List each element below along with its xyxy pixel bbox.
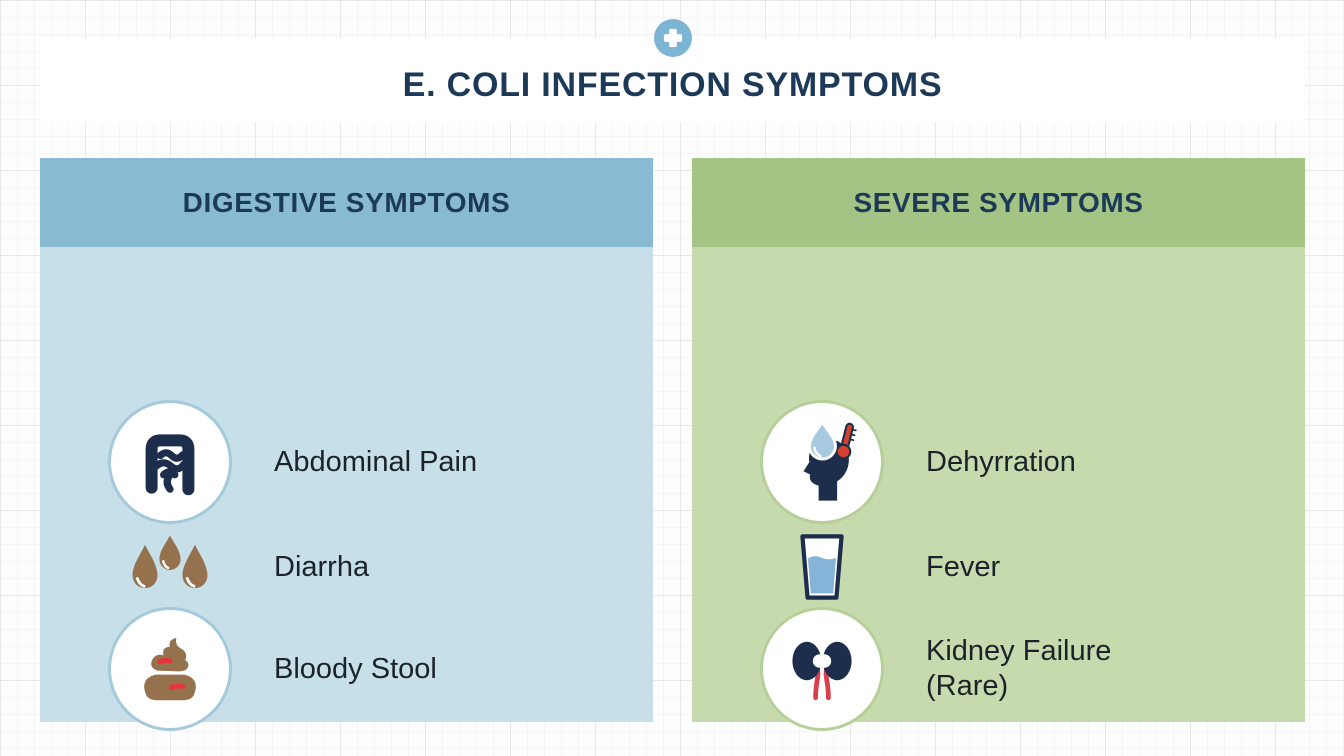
symptom-row-diarrha: Diarrha (108, 505, 637, 629)
icon-circle (760, 607, 884, 731)
dehydration-head-icon (803, 420, 857, 501)
page-title: E. COLI INFECTION SYMPTOMS (402, 66, 943, 104)
symptom-label: Dehyrration (926, 445, 1076, 478)
severe-panel-header: SEVERE SYMPTOMS (692, 158, 1305, 247)
water-glass-icon (800, 534, 844, 600)
cross-glyph (663, 28, 682, 48)
digestive-panel-header: DIGESTIVE SYMPTOMS (40, 158, 653, 247)
icon-circle (760, 400, 884, 524)
title-band: E. COLI INFECTION SYMPTOMS (40, 19, 1305, 122)
severe-panel-body: Dehyrration Fever (692, 247, 1305, 731)
digestive-panel-body: Abdominal Pain Diarrha (40, 247, 653, 731)
symptom-label: Kidney Failure (Rare) (926, 635, 1112, 702)
symptom-label: Bloody Stool (274, 652, 437, 685)
symptom-row-abdominal-pain: Abdominal Pain (108, 400, 637, 524)
symptom-row-bloody-stool: Bloody Stool (108, 607, 637, 731)
icon-circle (108, 607, 232, 731)
symptom-row-dehyrration: Dehyrration (760, 400, 1289, 524)
symptom-label: Abdominal Pain (274, 445, 478, 478)
icon-cell (108, 607, 232, 731)
kidneys-icon (792, 641, 852, 701)
severe-panel-title: SEVERE SYMPTOMS (853, 186, 1144, 218)
intestines-icon (145, 434, 195, 496)
medical-cross-icon (653, 19, 692, 57)
digestive-symptoms-panel: DIGESTIVE SYMPTOMS Abdominal Pain (40, 158, 653, 731)
severe-symptoms-panel: SEVERE SYMPTOMS (692, 158, 1305, 731)
icon-circle (108, 400, 232, 524)
symptom-label: Diarrha (274, 550, 370, 583)
symptom-row-fever: Fever (760, 505, 1289, 629)
bloody-stool-icon (144, 637, 196, 701)
digestive-panel-title: DIGESTIVE SYMPTOMS (182, 186, 511, 218)
icon-cell (760, 607, 884, 731)
icon-cell (108, 505, 232, 629)
droplets-icon (132, 535, 208, 589)
icon-cell (760, 400, 884, 524)
icon-cell (108, 400, 232, 524)
symptom-row-kidney-failure: Kidney Failure (Rare) (760, 607, 1289, 731)
symptom-label: Fever (926, 550, 1001, 583)
icon-cell (760, 505, 884, 629)
